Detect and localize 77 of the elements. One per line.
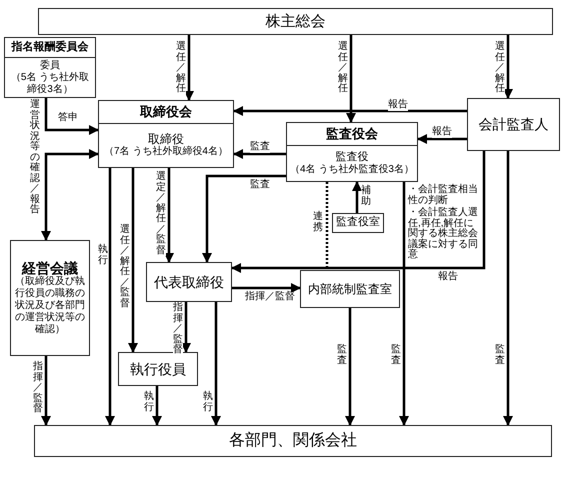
edge-label: 報告	[432, 127, 452, 138]
arrow	[399, 182, 409, 426]
node-text: （取締役及び執行役員の職務の状況及び各部門の運営状況等の確認）	[14, 276, 86, 336]
edge-label: 選任／解任	[338, 42, 348, 94]
edge-label: 執行	[98, 245, 108, 266]
arrow	[164, 168, 174, 263]
organization-box	[286, 122, 418, 182]
edge-label: 監査	[495, 345, 505, 366]
arrow	[345, 308, 355, 426]
edge-label: 執行	[144, 392, 154, 413]
node-title: 監査役会	[326, 126, 378, 142]
organization-box	[98, 100, 234, 168]
arrow	[232, 283, 301, 293]
arrow	[417, 134, 467, 144]
organization-box	[4, 37, 96, 98]
edge-label: 監査	[250, 180, 270, 190]
edge-label: 監査	[250, 142, 270, 152]
process-box	[118, 352, 198, 386]
edge-label: 選定／解任／監督	[156, 172, 166, 256]
node-title: 各部門、関係会社	[229, 431, 357, 451]
arrow	[44, 98, 99, 135]
arrow	[346, 35, 356, 123]
node-title: 内部統制監査室	[308, 282, 392, 296]
process-box	[38, 8, 553, 35]
node-title: 執行役員	[130, 360, 186, 378]
edge-label: 運営状況等の確認／報告	[30, 100, 40, 216]
arrow	[503, 151, 513, 426]
arrow	[211, 302, 221, 426]
edge-label: 連携	[313, 212, 323, 233]
arrow	[233, 149, 286, 159]
arrow	[231, 151, 486, 273]
edge-label: 監査	[391, 345, 401, 366]
edge-label: 選任／解任	[176, 42, 186, 94]
edge-label: 指揮／監督	[33, 362, 43, 414]
process-box	[146, 262, 232, 302]
arrow	[352, 181, 362, 213]
process-box	[467, 98, 560, 151]
arrow	[233, 106, 467, 116]
edge-label: 執行	[203, 392, 213, 413]
arrow	[184, 35, 194, 101]
node-title: 代表取締役	[154, 274, 224, 290]
edge-label: 指揮／監督	[173, 303, 183, 356]
node-title: 指名報酬委員会	[12, 41, 88, 54]
dotted-connector	[326, 182, 328, 270]
arrow	[41, 149, 99, 241]
edge-label: 補助	[361, 186, 371, 207]
process-box	[332, 213, 384, 233]
process-box	[300, 270, 400, 308]
node-text: 監査役	[336, 150, 368, 164]
node-text: （7名 うち社外取締役4名）	[104, 146, 228, 158]
arrow	[503, 35, 513, 99]
note-text: ・会計監査相当性の判断	[408, 185, 479, 206]
edge-label: 選任／解任	[495, 42, 505, 94]
node-title: 取締役会	[140, 104, 192, 120]
edge-label: 選任／解任／監督	[120, 225, 130, 309]
node-title: 経営会議	[22, 260, 78, 276]
organization-box	[10, 240, 90, 356]
node-text: （4名 うち社外監査役3名）	[290, 164, 414, 176]
edge-label: 指揮／監督	[245, 292, 295, 302]
arrow	[181, 302, 191, 353]
node-text: （5名 うち社外取締役3名）	[10, 72, 90, 96]
node-text: 委員	[40, 60, 60, 72]
arrow	[41, 356, 51, 426]
node-title: 株主総会	[266, 12, 326, 30]
note-text: ・会計監査人選任,再任,解任に関する株主総会議案に対する同意	[408, 208, 479, 260]
edge-label: 報告	[388, 100, 408, 110]
arrow	[202, 174, 286, 263]
edge-label: 監査	[337, 345, 347, 366]
edge-label: 答申	[58, 113, 78, 124]
arrow	[152, 386, 162, 426]
node-title: 会計監査人	[478, 116, 548, 133]
edge-label: 報告	[438, 272, 458, 282]
arrow	[128, 168, 138, 353]
process-box	[34, 425, 552, 457]
node-text: 取締役	[148, 132, 184, 146]
node-title: 監査役室	[336, 216, 380, 230]
arrow	[105, 168, 115, 426]
